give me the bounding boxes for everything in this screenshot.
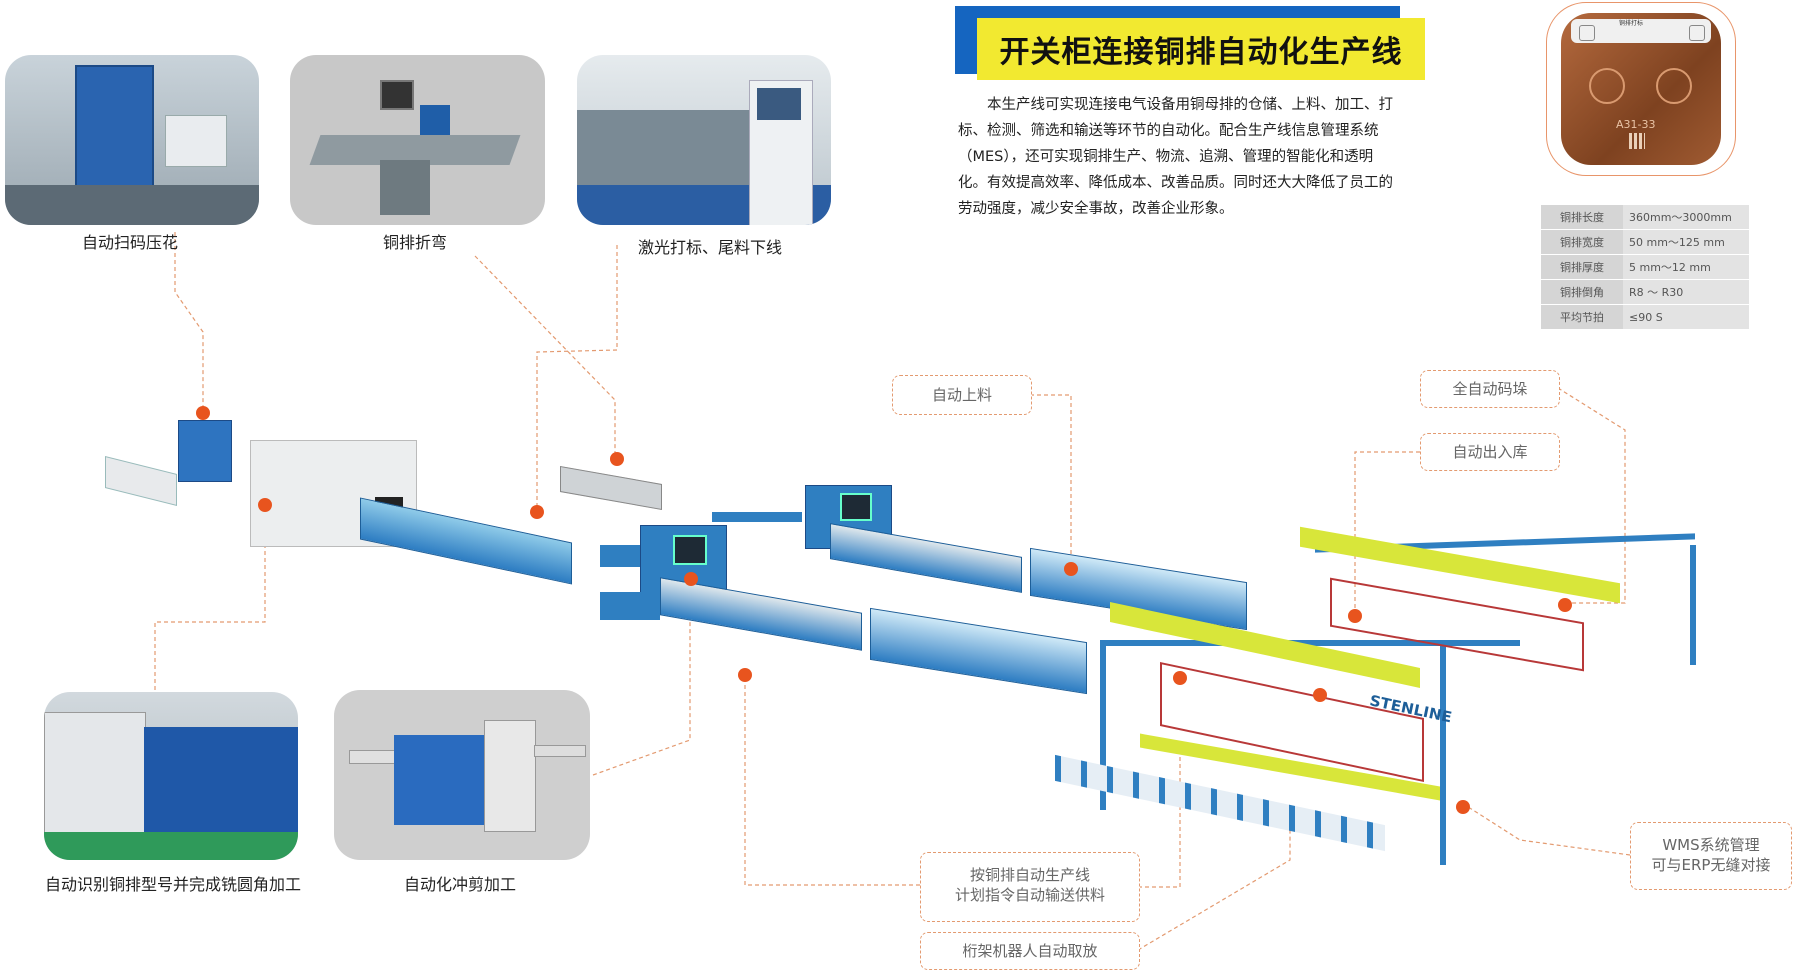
photo-laser-marking [577, 55, 831, 225]
press-machine-body [75, 65, 154, 189]
marker-dot [196, 406, 210, 420]
control-panel [165, 115, 227, 167]
punch-cabinet [484, 720, 536, 832]
marker-dot [1456, 800, 1470, 814]
intro-paragraph: 本生产线可实现连接电气设备用铜母排的仓储、上料、加工、打标、检测、筛选和输送等环… [958, 97, 1393, 217]
connector-p2 [474, 255, 616, 455]
spec-label: 铜排倒角 [1541, 279, 1623, 305]
sample-copper-bar-photo: 铜排打标 A31-33 [1546, 2, 1736, 176]
tag-hole-icon [1579, 25, 1595, 41]
monitor-icon [380, 80, 414, 110]
connector-plan [744, 673, 920, 886]
copper-label-tag: 铜排打标 [1571, 19, 1711, 43]
marker-dot [1348, 609, 1362, 623]
spec-label: 铜排长度 [1541, 205, 1623, 230]
connector-p4 [154, 505, 266, 690]
marker-dot [610, 452, 624, 466]
copper-tag-title: 铜排打标 [1619, 20, 1644, 27]
connector-feed [1030, 394, 1072, 565]
callout-wms-line1: WMS系统管理 [1662, 836, 1760, 854]
marker-dot [684, 572, 698, 586]
callout-auto-feed: 自动上料 [892, 375, 1032, 415]
milling-unit-left [44, 712, 146, 834]
tag-hole-icon [1689, 25, 1705, 41]
copper-bar-image: 铜排打标 A31-33 [1561, 13, 1721, 165]
punch-body [394, 735, 484, 825]
connector-plan-2 [1138, 750, 1181, 888]
milling-unit-right [144, 727, 298, 832]
gantry-leg [1690, 545, 1696, 665]
connector-p3 [536, 245, 618, 512]
spec-value: 5 mm～12 mm [1623, 254, 1749, 280]
spec-row: 平均节拍≤90 S [1541, 304, 1749, 330]
spec-label: 铜排宽度 [1541, 229, 1623, 255]
photo-embossing-machine [5, 55, 259, 225]
marker-dot [530, 505, 544, 519]
spec-value: 50 mm～125 mm [1623, 229, 1749, 255]
callout-plan: 按铜排自动生产线 计划指令自动输送供料 [920, 852, 1140, 922]
photo-bending-machine [290, 55, 545, 225]
gantry-leg [1440, 645, 1446, 865]
copper-mark-text: A31-33 [1616, 118, 1656, 131]
callout-plan-line1: 按铜排自动生产线 [969, 866, 1090, 884]
bending-head [420, 105, 450, 135]
callout-auto-stack: 全自动码垛 [1420, 370, 1560, 408]
title-yellow-bar: 开关柜连接铜排自动化生产线 [977, 18, 1425, 80]
photo-milling-machine [44, 692, 298, 860]
screen-icon [757, 88, 801, 120]
green-floor [44, 832, 298, 860]
marker-dot [1064, 562, 1078, 576]
callout-gantry: 桁架机器人自动取放 [920, 932, 1140, 970]
page-title: 开关柜连接铜排自动化生产线 [999, 35, 1403, 70]
marker-dot [738, 668, 752, 682]
gantry-frame [1100, 640, 1520, 646]
rail [712, 512, 802, 522]
copper-hole-icon [1589, 68, 1625, 104]
spec-label: 铜排厚度 [1541, 254, 1623, 280]
spec-value: ≤90 S [1623, 304, 1749, 330]
title-banner: 开关柜连接铜排自动化生产线 [955, 6, 1425, 96]
connector-gantry [1137, 820, 1291, 951]
floor-conveyor [5, 185, 259, 225]
caption-punching: 自动化冲剪加工 [403, 875, 516, 894]
spec-value: R8 ～ R30 [1623, 279, 1749, 305]
spec-label: 平均节拍 [1541, 304, 1623, 330]
marker-dot [1173, 671, 1187, 685]
caption-milling: 自动识别铜排型号并完成铣圆角加工 [44, 875, 301, 894]
bend-connector [600, 545, 652, 567]
caption-laser: 激光打标、尾料下线 [637, 238, 782, 257]
spec-value: 360mm～3000mm [1623, 205, 1749, 230]
connector-p1 [174, 232, 204, 412]
screen-icon [840, 493, 872, 521]
marker-dot [258, 498, 272, 512]
marker-dot [1558, 598, 1572, 612]
callout-auto-store: 自动出入库 [1420, 433, 1560, 471]
connector-wms [1464, 804, 1631, 856]
photo-punching-machine [334, 690, 590, 860]
callout-wms-line2: 可与ERP无缝对接 [1651, 856, 1771, 874]
bending-base [380, 160, 430, 215]
connector-p5 [592, 578, 691, 776]
punch-base [600, 592, 660, 620]
connector-store [1354, 451, 1420, 615]
screen-icon [673, 535, 707, 565]
copper-hole-icon [1656, 68, 1692, 104]
exit-rail [534, 745, 586, 757]
caption-bending: 铜排折弯 [382, 233, 447, 252]
emboss-station [178, 420, 232, 482]
conveyor-line [577, 110, 757, 185]
caption-embossing: 自动扫码压花 [81, 233, 178, 252]
callout-plan-line2: 计划指令自动输送供料 [954, 886, 1105, 904]
qr-code-icon [1629, 133, 1645, 149]
marker-dot [1313, 688, 1327, 702]
connector-stack [1557, 387, 1626, 604]
callout-wms: WMS系统管理 可与ERP无缝对接 [1630, 822, 1792, 890]
gantry-leg [1100, 640, 1106, 810]
